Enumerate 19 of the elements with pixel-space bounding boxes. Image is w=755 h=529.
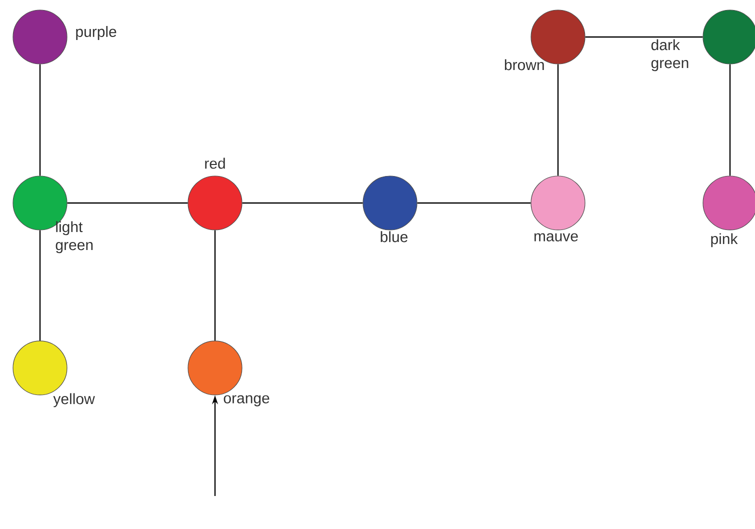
- node-label: pink: [711, 233, 738, 248]
- node-label: purple: [76, 26, 116, 40]
- connector-line: [242, 202, 363, 204]
- connector-line: [585, 36, 703, 38]
- node-label: orange: [224, 395, 270, 406]
- connector-line: [39, 230, 41, 341]
- node-label: light green: [56, 221, 93, 254]
- connector-line: [214, 230, 216, 341]
- connector-line: [729, 64, 731, 176]
- node-label: red: [205, 158, 225, 169]
- connector-line: [417, 202, 531, 204]
- node-label: mauve: [534, 233, 578, 242]
- node-label: dark green: [651, 39, 688, 72]
- connector-line: [39, 64, 41, 176]
- node-label: blue: [380, 231, 408, 242]
- node-label: brown: [504, 59, 544, 70]
- connector-line: [67, 202, 188, 204]
- node-label: yellow: [53, 393, 95, 408]
- connector-line: [557, 64, 559, 176]
